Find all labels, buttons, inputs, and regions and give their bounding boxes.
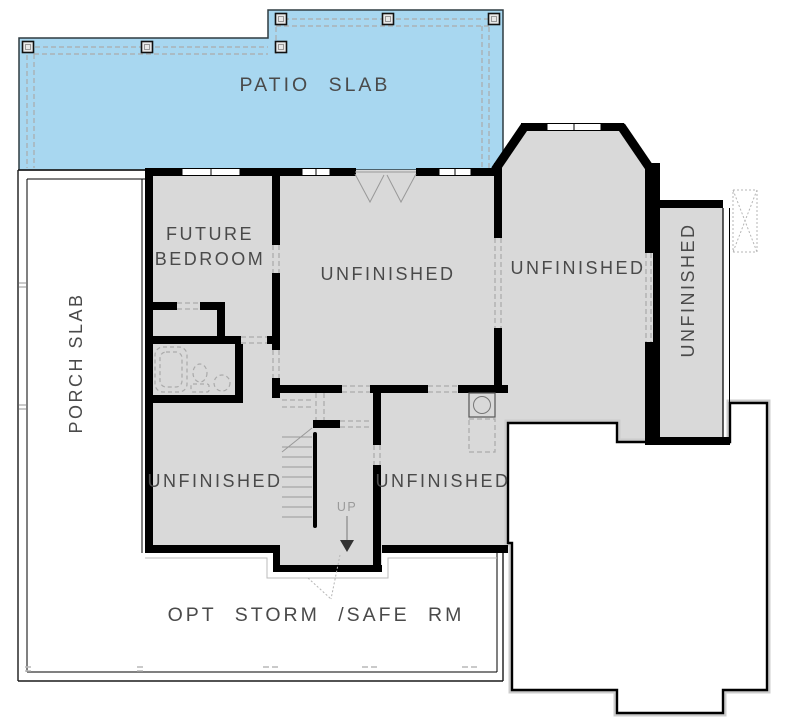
toilet-icon bbox=[192, 363, 208, 383]
stair-up-arrow bbox=[340, 516, 354, 552]
patio-post bbox=[21, 40, 35, 54]
bathtub-icon bbox=[154, 346, 188, 393]
unfinished-center-label: UNFINISHED bbox=[320, 264, 455, 284]
patio-post bbox=[487, 12, 501, 26]
unfinished-lower-left-label: UNFINISHED bbox=[147, 471, 282, 491]
patio-post bbox=[274, 12, 288, 26]
storm-room-slab-edge bbox=[145, 557, 497, 579]
patio-post bbox=[274, 40, 288, 54]
windows-layer bbox=[181, 123, 602, 204]
stairs bbox=[281, 399, 354, 552]
patio-posts bbox=[21, 12, 501, 54]
future-bedroom-label-line1: FUTURE bbox=[166, 224, 254, 244]
patio-slab-area bbox=[18, 9, 504, 171]
future-appliance-outline bbox=[468, 418, 496, 453]
laundry-tub-basin-icon bbox=[473, 396, 491, 414]
unfinished-lower-center-label: UNFINISHED bbox=[375, 471, 510, 491]
unfinished-bay-label: UNFINISHED bbox=[510, 258, 645, 278]
stair-treads bbox=[281, 427, 313, 518]
storm-room-leader bbox=[307, 554, 341, 600]
unexcavated-region bbox=[504, 399, 771, 717]
fireplace-foundation-icon bbox=[732, 189, 758, 253]
porch-slab-label: PORCH SLAB bbox=[66, 292, 86, 433]
opt-storm-safe-room-label: OPT STORM /SAFE RM bbox=[168, 604, 465, 626]
patio-post bbox=[140, 40, 154, 54]
stairs-up-label: UP bbox=[337, 500, 357, 514]
house-footprint bbox=[145, 124, 723, 572]
french-door-icon bbox=[354, 171, 417, 204]
patio-slab-label: PATIO SLAB bbox=[240, 74, 391, 96]
future-bedroom-label-line2: BEDROOM bbox=[155, 249, 266, 269]
porch-slab-area bbox=[17, 169, 504, 682]
walls-layer bbox=[145, 123, 730, 572]
stair-rail bbox=[313, 432, 317, 528]
sink-icon bbox=[213, 374, 231, 392]
laundry-tub bbox=[468, 392, 496, 453]
openings-layer bbox=[177, 238, 652, 465]
patio-post bbox=[381, 12, 395, 26]
labels-layer: PATIO SLAB PORCH SLAB FUTURE BEDROOM UNF… bbox=[66, 74, 698, 626]
future-bath-fixtures bbox=[154, 346, 231, 393]
unfinished-right-wing-label: UNFINISHED bbox=[678, 222, 698, 357]
border-ticks bbox=[19, 282, 477, 672]
